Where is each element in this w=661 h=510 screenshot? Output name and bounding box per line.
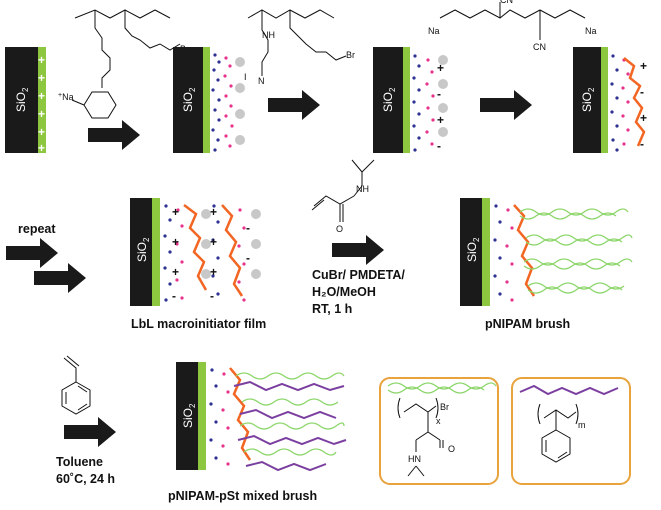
sodium-label-2: Na <box>428 26 440 36</box>
iodide-label: I <box>244 72 247 82</box>
pnipam-legend-inset: Br x O HN <box>379 377 499 485</box>
right-arrow-icon <box>88 120 140 150</box>
ammonium-n-label: N <box>258 76 265 86</box>
plus-icon: + <box>38 141 45 155</box>
plus-icon: + <box>38 125 45 139</box>
substrate-label-6: SiO2 <box>465 237 481 262</box>
mixed-brush-film: SiO2 <box>176 362 347 472</box>
minus-icon: - <box>246 251 250 265</box>
plus-icon: + <box>640 111 647 125</box>
conditions-line-1: CuBr/ PMDETA/ <box>312 268 405 282</box>
plus-icon: + <box>38 89 45 103</box>
substrate-bilayer-1: SiO2 <box>173 47 245 153</box>
polyanion-monomer-structure <box>71 9 181 119</box>
carbonyl-o-label: O <box>336 224 343 234</box>
cyano-label-2: CN <box>533 42 546 52</box>
plus-icon: + <box>210 205 217 219</box>
pnipam-brush-film: SiO2 <box>460 198 633 306</box>
substrate-label-1: SiO2 <box>14 87 30 112</box>
inset-m-label: m <box>578 420 586 430</box>
substrate-label-7: SiO2 <box>181 403 197 428</box>
pst-legend-inset: m <box>511 377 631 485</box>
plus-icon: + <box>437 61 444 75</box>
minus-icon: - <box>437 87 441 101</box>
right-arrow-icon <box>64 417 116 447</box>
substrate-label-4: SiO2 <box>580 87 596 112</box>
azo-initiator-structure <box>439 2 586 40</box>
right-arrow-icon <box>34 263 86 293</box>
plus-icon: + <box>38 71 45 85</box>
inset-x-label: x <box>436 416 441 426</box>
inset-bromine-label: Br <box>440 402 449 412</box>
minus-icon: - <box>210 289 214 303</box>
right-arrow-icon <box>332 235 384 265</box>
plus-icon: + <box>38 53 45 67</box>
plus-icon: + <box>210 235 217 249</box>
plus-icon: + <box>172 235 179 249</box>
minus-icon: - <box>246 221 250 235</box>
plus-icon: + <box>210 265 217 279</box>
nipam-nh-label: NH <box>356 184 369 194</box>
bromine-label-2: Br <box>346 50 355 60</box>
styrene-monomer-structure <box>61 355 91 415</box>
amide-nh-label: NH <box>262 30 275 40</box>
substrate-bilayer-2: SiO2 + - + - <box>373 47 448 153</box>
conditions-line-2: H₂O/MeOH <box>312 285 376 299</box>
minus-icon: - <box>640 137 644 151</box>
cyano-label-1: CN <box>500 0 513 5</box>
plus-icon: + <box>640 59 647 73</box>
substrate-label-2: SiO2 <box>181 87 197 112</box>
minus-icon: - <box>437 139 441 153</box>
inset-o-label: O <box>448 444 455 454</box>
pnipam-brush-label: pNIPAM brush <box>485 317 570 331</box>
plus-icon: + <box>172 205 179 219</box>
lbl-film-label: LbL macroinitiator film <box>131 317 266 331</box>
substrate-label-3: SiO2 <box>381 87 397 112</box>
substrate-label-5: SiO2 <box>135 237 151 262</box>
temperature-time-label: 60˚C, 24 h <box>56 472 115 486</box>
inset-hn-label: HN <box>408 454 421 464</box>
lbl-macroinitiator-film: SiO2 + + + - + + + <box>130 198 261 306</box>
plus-icon: + <box>172 265 179 279</box>
right-arrow-icon <box>268 90 320 120</box>
toluene-label: Toluene <box>56 455 103 469</box>
right-arrow-icon <box>6 238 58 268</box>
substrate-initiator: SiO2 + - + - <box>573 47 647 153</box>
mixed-brush-label: pNIPAM-pSt mixed brush <box>168 489 317 503</box>
polycation-monomer-structure <box>247 9 347 76</box>
right-arrow-icon <box>480 90 532 120</box>
minus-icon: - <box>640 85 644 99</box>
sodium-label-3: Na <box>585 26 597 36</box>
nipam-monomer-structure <box>311 159 375 222</box>
conditions-line-3: RT, 1 h <box>312 302 352 316</box>
bare-substrate: + + + + + + SiO2 <box>5 47 46 155</box>
plus-icon: + <box>437 113 444 127</box>
plus-icon: + <box>38 107 45 121</box>
sodium-label: +Na <box>58 92 74 102</box>
minus-icon: - <box>172 289 176 303</box>
repeat-label: repeat <box>18 222 56 236</box>
